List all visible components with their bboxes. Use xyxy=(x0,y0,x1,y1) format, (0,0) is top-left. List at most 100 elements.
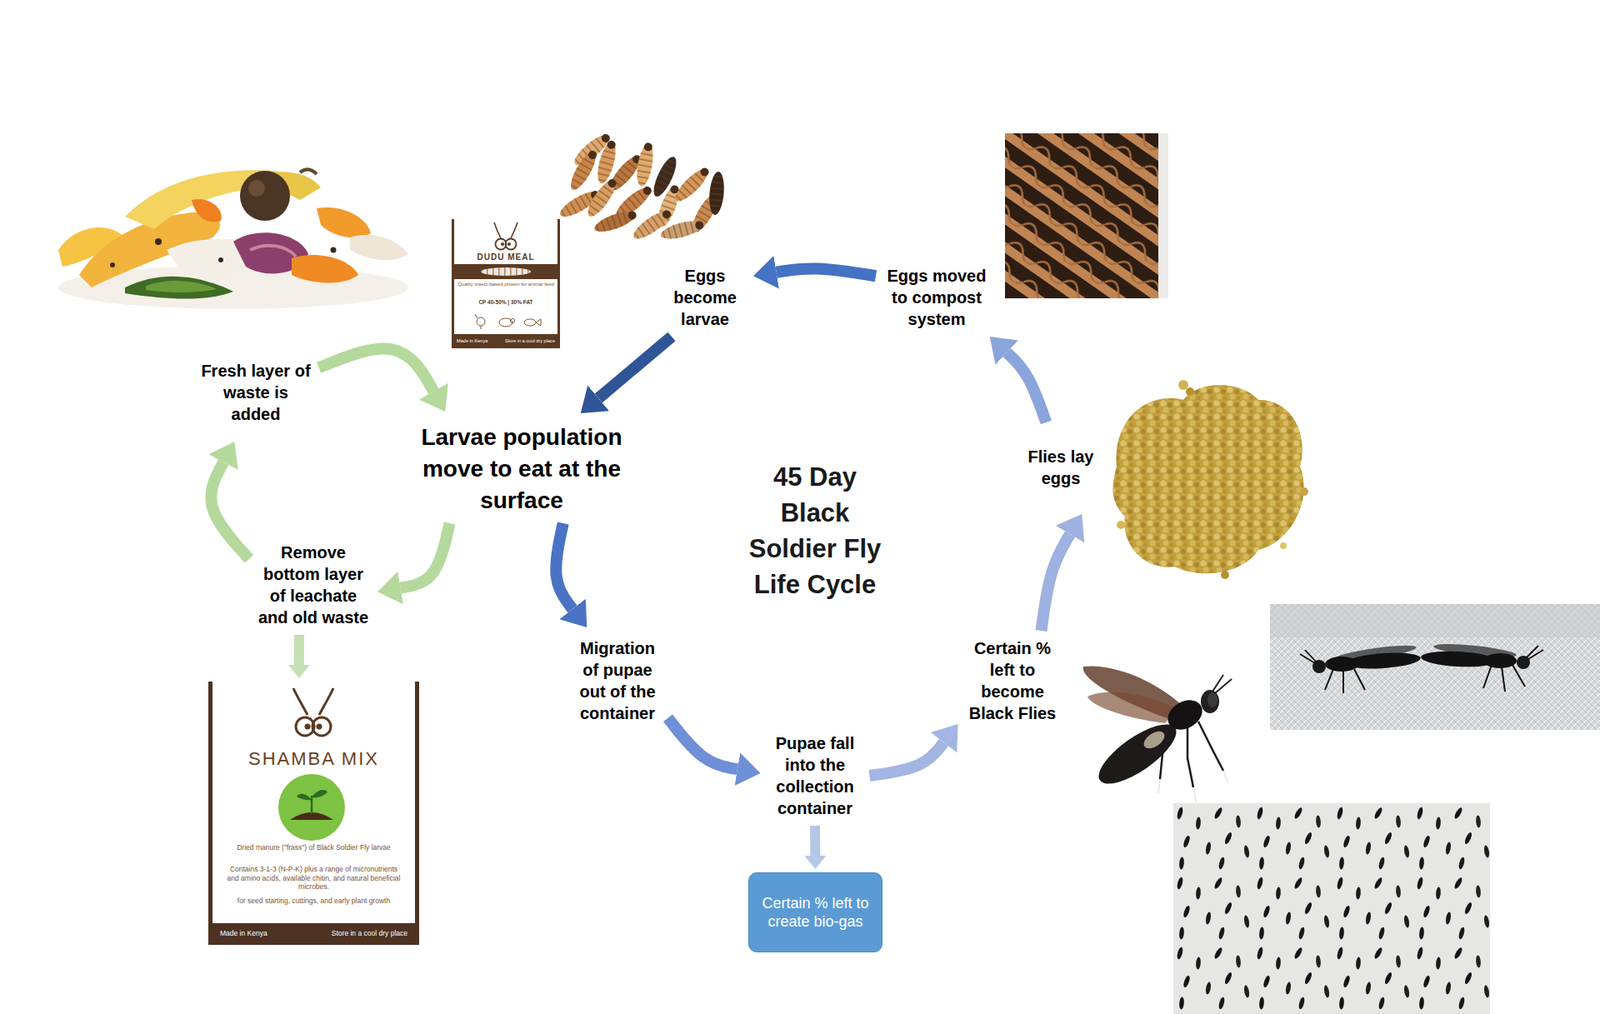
flow-arrow xyxy=(870,742,945,776)
shamba-mix-package-part xyxy=(310,795,314,815)
package-text: DUDU MEAL xyxy=(451,252,560,263)
larvae-photo-part-part xyxy=(634,142,656,188)
black-soldier-fly-photo-part xyxy=(1223,770,1229,784)
flow-arrow xyxy=(210,462,250,560)
text-slot: DUDU MEAL xyxy=(451,252,560,263)
larvae-photo-part-part xyxy=(641,185,654,197)
package-text: Store in a cool dry place xyxy=(308,929,408,939)
black-soldier-fly-photo xyxy=(1083,665,1232,802)
frass-photo-part xyxy=(1185,387,1195,396)
food-waste-photo-part xyxy=(240,170,290,221)
larvae-photo-part-part xyxy=(566,148,601,194)
package-text: Made in Kenya xyxy=(456,338,500,345)
food-waste-photo-part xyxy=(218,257,224,263)
dudu-meal-package-part xyxy=(451,219,455,349)
dudu-meal-package-part xyxy=(495,239,507,250)
mating-flies-photo-part xyxy=(1483,653,1517,669)
step-label: Eggs become larvae xyxy=(663,265,747,330)
larvae-photo-part-part xyxy=(707,170,725,215)
food-waste-photo xyxy=(58,169,409,310)
dudu-meal-package-part xyxy=(480,267,531,276)
cardboard-photo-part xyxy=(1005,133,1159,299)
shamba-mix-package-part xyxy=(208,681,213,945)
flow-arrow xyxy=(810,825,820,856)
dudu-meal-package xyxy=(451,219,560,349)
larvae-photo-part-part xyxy=(583,176,620,220)
dudu-meal-package-part xyxy=(510,319,515,324)
shamba-mix-package-part xyxy=(311,790,328,798)
step-text: Migration of pupae out of the container xyxy=(574,637,662,725)
shamba-mix-package-part xyxy=(208,681,420,945)
package-text: Store in a cool dry place xyxy=(495,338,555,345)
dudu-meal-package-part xyxy=(494,222,501,239)
larvae-photo-part-part xyxy=(606,177,619,190)
step-label: Fresh layer of waste is added xyxy=(200,360,313,425)
step-text: Larvae population move to eat at the sur… xyxy=(412,421,631,517)
larvae-photo-part-part xyxy=(659,217,705,243)
food-waste-photo-part xyxy=(330,247,337,254)
larvae-photo-part-part xyxy=(649,154,680,200)
shamba-mix-package-part xyxy=(316,724,323,730)
mating-flies-photo-part xyxy=(1312,660,1326,674)
larvae-photo-part xyxy=(649,154,680,200)
text-slot: Dried manure ("frass") of Black Soldier … xyxy=(230,843,398,853)
flow-arrow xyxy=(294,635,305,665)
product-package: SHAMBA MIX Dried manure ("frass") of Blac… xyxy=(208,681,420,945)
food-waste-photo-part xyxy=(250,245,296,257)
shamba-mix-package-part xyxy=(415,681,420,945)
food-waste-photo-part xyxy=(248,180,265,197)
step-label: Pupae fall into the collection container xyxy=(767,732,864,820)
package-text: Made in Kenya xyxy=(220,929,304,939)
shamba-mix-package-part xyxy=(312,717,331,736)
shamba-mix-package-part xyxy=(293,688,308,715)
larvae-photo-part-part xyxy=(634,142,656,188)
package-text: Quality insect-based protein for animal … xyxy=(457,281,555,288)
flow-arrow xyxy=(400,523,450,589)
larvae-photo-part-part xyxy=(671,165,713,206)
frass-photo xyxy=(1113,380,1309,580)
frass-photo-part xyxy=(1280,542,1287,550)
package-text: Contains 3-1-3 (N-P-K) plus a range of m… xyxy=(225,865,402,892)
outcome-box: Certain % left to create bio-gas xyxy=(748,872,883,953)
black-soldier-fly-photo-part xyxy=(1200,690,1220,714)
shamba-mix-package xyxy=(208,681,420,945)
dudu-meal-package-part xyxy=(451,219,560,349)
dudu-meal-package-part xyxy=(475,314,481,330)
larvae-photo-part-part xyxy=(698,165,710,178)
shamba-mix-package-part xyxy=(296,794,312,801)
black-soldier-fly-photo-part xyxy=(1158,779,1160,794)
flow-arrow xyxy=(555,523,573,610)
food-waste-photo-part xyxy=(125,276,234,300)
mating-flies-photo-part xyxy=(1526,645,1544,660)
dudu-meal-package-part xyxy=(476,317,485,326)
step-label: Certain % left to become Black Flies xyxy=(965,637,1061,725)
dudu-meal-package-part xyxy=(454,334,558,349)
frass-photo-part xyxy=(1220,570,1230,580)
food-waste-photo-part xyxy=(155,238,162,245)
frass-photo-part xyxy=(1300,487,1309,496)
flow-arrow xyxy=(1006,352,1046,423)
dudu-meal-package-part-part xyxy=(480,267,531,276)
larvae-photo-part-part xyxy=(707,170,725,215)
larvae-photo-part-part xyxy=(586,149,599,161)
mating-flies-photo-part xyxy=(1270,604,1600,638)
larvae-photo-part xyxy=(671,164,713,205)
package-text: SHAMBA MIX xyxy=(208,748,420,770)
mating-flies-photo-part xyxy=(1325,656,1359,672)
black-soldier-fly-photo-part xyxy=(1193,787,1196,802)
food-waste-photo-part xyxy=(300,169,317,175)
food-waste-photo-part xyxy=(145,280,217,293)
black-soldier-fly-photo-part xyxy=(1162,694,1208,736)
cardboard-photo xyxy=(1005,133,1169,299)
dudu-meal-package-part xyxy=(524,319,536,326)
step-text: Certain % left to become Black Flies xyxy=(965,637,1061,725)
shamba-mix-package-part xyxy=(212,923,415,945)
step-text: Eggs moved to compost system xyxy=(882,265,991,330)
step-text: Remove bottom layer of leachate and old … xyxy=(255,541,371,629)
flow-arrow xyxy=(776,268,876,276)
larvae-photo-part xyxy=(659,217,706,243)
text-slot: for seed starting, cuttings, and early p… xyxy=(234,896,394,906)
larvae-photo-part-part xyxy=(606,140,617,150)
dudu-meal-package-part xyxy=(507,242,511,246)
flow-arrow xyxy=(668,718,738,770)
